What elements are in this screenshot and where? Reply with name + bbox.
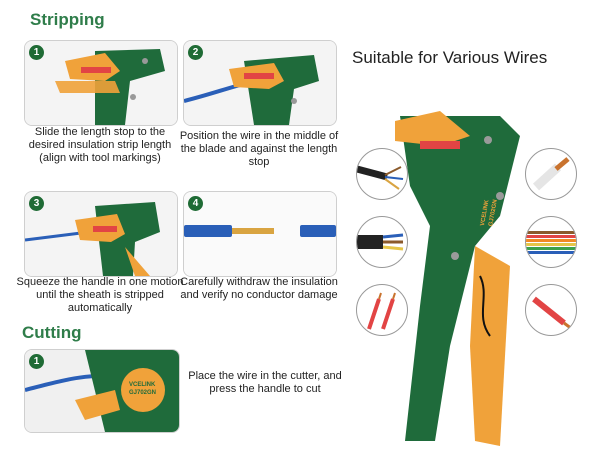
- step-2-caption: Position the wire in the middle of the b…: [179, 130, 339, 168]
- wires-heading: Suitable for Various Wires: [352, 48, 548, 67]
- step-number-badge: 2: [188, 45, 203, 60]
- step-number-badge: 1: [29, 354, 44, 369]
- single-core-cable-icon: [525, 148, 577, 200]
- wire-cutter-icon: [25, 350, 179, 432]
- cutting-caption: Place the wire in the cutter, and press …: [188, 370, 342, 395]
- stripper-closeup-icon: [25, 41, 177, 125]
- twin-wire-icon: [356, 284, 408, 336]
- step-number-badge: 1: [29, 45, 44, 60]
- red-wire-icon: [525, 284, 577, 336]
- stripped-wire-icon: [184, 192, 336, 276]
- squeeze-handle-icon: [25, 192, 177, 276]
- stripping-title: Stripping: [30, 10, 105, 29]
- step-1-caption: Slide the length stop to the desired ins…: [28, 126, 172, 164]
- tool-model-label: GJ702GN: [129, 390, 157, 396]
- step-number-badge: 4: [188, 196, 203, 211]
- step-4-caption: Carefully withdraw the insulation and ve…: [180, 276, 338, 301]
- multi-conductor-cable-icon: [356, 148, 408, 200]
- step-number-badge: 3: [29, 196, 44, 211]
- cutting-step-image: 1 VCELINK GJ702GN: [24, 349, 180, 433]
- tool-brand-label: VCELINK: [129, 382, 156, 388]
- step-1-image: 1: [24, 40, 178, 126]
- ribbon-cable-icon: [525, 216, 577, 268]
- wire-in-blade-icon: [184, 41, 336, 125]
- step-3-caption: Squeeze the handle in one motion until t…: [16, 276, 184, 314]
- step-3-image: 3: [24, 191, 178, 277]
- wire-stripper-tool-icon: [395, 111, 520, 446]
- cutting-title: Cutting: [22, 323, 82, 342]
- round-multicore-cable-icon: [356, 216, 408, 268]
- step-2-image: 2: [183, 40, 337, 126]
- step-4-image: 4: [183, 191, 337, 277]
